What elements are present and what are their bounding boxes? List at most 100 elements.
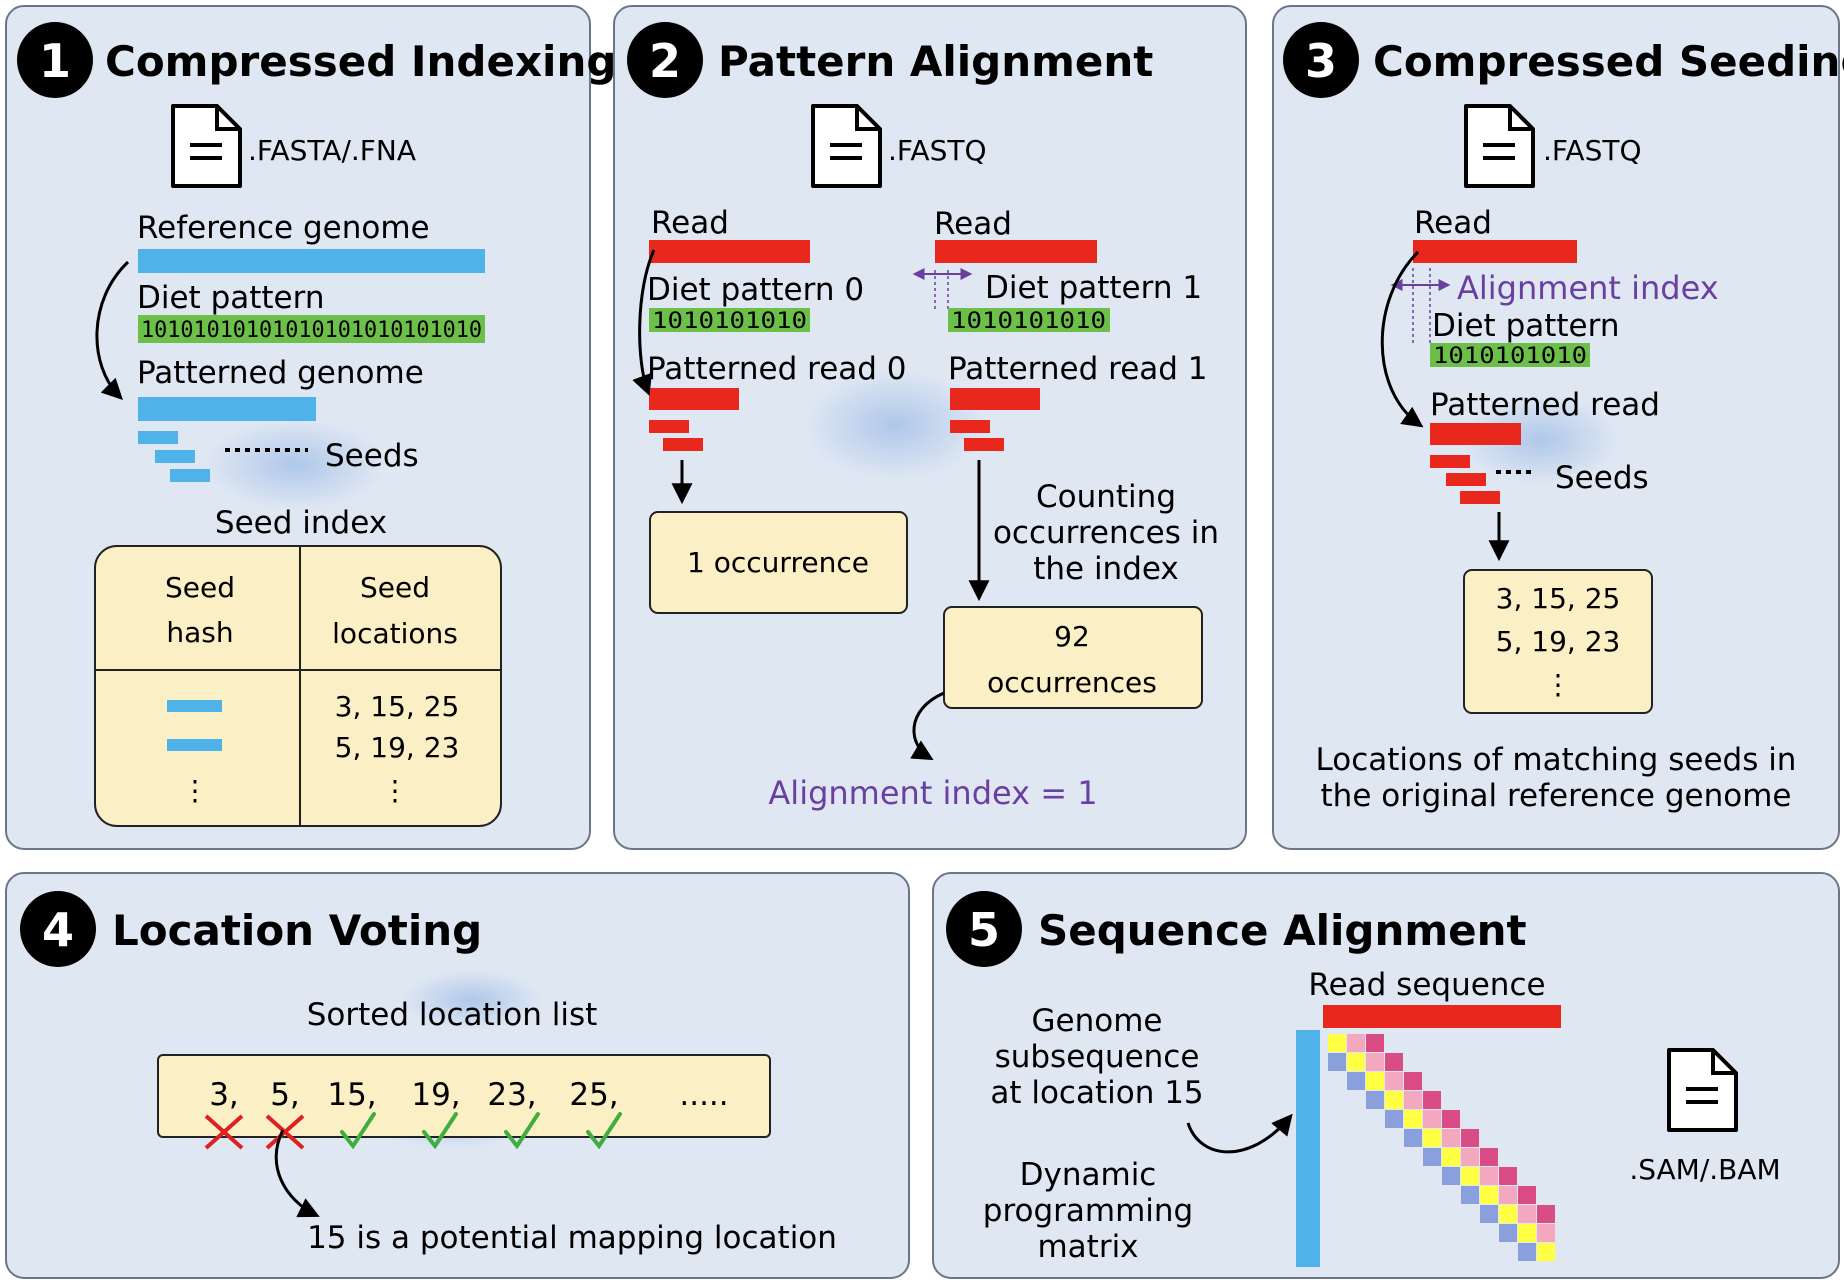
seed-bar — [663, 438, 703, 451]
dp-cell — [1461, 1148, 1479, 1166]
sorted-list-label: Sorted location list — [307, 997, 598, 1033]
file-icon — [171, 104, 242, 188]
column-header-locations: Seed — [360, 571, 430, 604]
occurrence-count: 92 — [1054, 620, 1090, 653]
dp-cell — [1385, 1072, 1403, 1090]
patterned-genome-bar — [138, 397, 316, 421]
seed-bar — [1446, 473, 1486, 486]
ellipsis: ⋮ — [1544, 668, 1572, 701]
ellipsis: ⋮ — [381, 774, 409, 807]
dp-cell — [1423, 1110, 1441, 1128]
seed-locations-row: 3, 15, 25 — [335, 690, 460, 723]
dp-cell — [1480, 1167, 1498, 1185]
patterned-genome-label: Patterned genome — [137, 355, 424, 391]
location-value: 19, — [411, 1077, 460, 1113]
cross-icon — [204, 1114, 244, 1150]
dp-cell — [1537, 1243, 1555, 1261]
table-frame — [94, 545, 502, 827]
dp-cell — [1385, 1053, 1403, 1071]
step-number: 1 — [39, 34, 71, 88]
step-number-badge — [1283, 22, 1359, 98]
column-header-hash: hash — [166, 616, 233, 649]
diet-pattern-0-bits: 1010101010 — [652, 309, 807, 334]
cross-icon — [265, 1114, 305, 1150]
step-number-badge — [17, 22, 93, 98]
seed-index-table: Seed hash Seed locations ⋮ 3, 15, 25 5, … — [94, 545, 502, 827]
step-number: 4 — [42, 903, 74, 957]
patterned-read-label: Patterned read — [1430, 387, 1660, 423]
file-type-label: .FASTA/.FNA — [248, 134, 416, 167]
file-type-label: .SAM/.BAM — [1629, 1153, 1780, 1186]
dp-cell — [1404, 1110, 1422, 1128]
dp-cell — [1442, 1148, 1460, 1166]
dp-cell — [1385, 1091, 1403, 1109]
file-type-label: .FASTQ — [1543, 134, 1642, 167]
file-type-label: .FASTQ — [888, 134, 987, 167]
dp-matrix-label: programming — [983, 1193, 1193, 1229]
dp-cell — [1366, 1053, 1384, 1071]
seed-locations-row: 3, 15, 25 — [1496, 582, 1621, 615]
dp-cell — [1366, 1091, 1384, 1109]
patterned-read-1-bar — [950, 388, 1040, 410]
dp-cell — [1537, 1224, 1555, 1242]
glow-decoration — [805, 370, 985, 480]
dp-cell — [1423, 1091, 1441, 1109]
step-number: 2 — [649, 34, 681, 88]
dp-cell — [1366, 1072, 1384, 1090]
reference-genome-label: Reference genome — [137, 210, 430, 246]
dp-cell — [1442, 1110, 1460, 1128]
dp-cell — [1404, 1129, 1422, 1147]
genome-subsequence-label: Genome — [1032, 1003, 1163, 1039]
read-sequence-bar — [1323, 1005, 1561, 1028]
panel-compressed-seeding: 3 Compressed Seeding .FASTQ Read Alignme… — [1272, 5, 1844, 850]
diet-pattern-label: Diet pattern — [1432, 308, 1619, 344]
counting-label: the index — [1033, 551, 1179, 587]
diet-pattern-0-label: Diet pattern 0 — [647, 272, 864, 308]
curved-arrow — [910, 691, 945, 761]
panel-title: Sequence Alignment — [1038, 906, 1527, 955]
glow-decoration — [402, 970, 542, 1030]
panel-title: Compressed Seeding — [1373, 37, 1844, 86]
seed-bar — [1430, 455, 1470, 468]
occurrence-box — [943, 606, 1203, 709]
caption: Locations of matching seeds in — [1316, 742, 1797, 778]
check-icon — [504, 1112, 540, 1150]
location-value: 23, — [487, 1077, 536, 1113]
dp-cell — [1442, 1129, 1460, 1147]
glow-decoration — [205, 420, 385, 510]
diet-pattern-0-bar — [649, 308, 810, 332]
dp-cell — [1347, 1053, 1365, 1071]
dp-cell — [1423, 1129, 1441, 1147]
location-value: 3, — [209, 1077, 239, 1113]
sorted-location-list — [157, 1054, 771, 1138]
panel-location-voting: 4 Location Voting Sorted location list 3… — [5, 872, 910, 1279]
dp-cell — [1461, 1129, 1479, 1147]
panel-sequence-alignment: 5 Sequence Alignment Read sequence Genom… — [932, 872, 1840, 1279]
patterned-read-0-bar — [649, 388, 739, 410]
read-bar — [935, 240, 1097, 263]
genome-subsequence-label: at location 15 — [990, 1075, 1203, 1111]
occurrence-box — [649, 511, 908, 614]
dp-matrix-label: Dynamic — [1020, 1157, 1157, 1193]
file-icon — [1464, 104, 1535, 188]
dp-cell — [1518, 1186, 1536, 1204]
dp-cell — [1385, 1110, 1403, 1128]
patterned-read-0-label: Patterned read 0 — [647, 351, 907, 387]
genome-subsequence-bar — [1296, 1030, 1320, 1267]
location-value: 15, — [327, 1077, 376, 1113]
dp-matrix-label: matrix — [1037, 1229, 1138, 1265]
curved-arrow — [1380, 250, 1424, 428]
dp-cell — [1461, 1186, 1479, 1204]
seed-locations-row: 5, 19, 23 — [335, 731, 460, 764]
counting-label: occurrences in — [993, 515, 1219, 551]
seed-bar — [138, 431, 178, 444]
dp-cell — [1328, 1034, 1346, 1052]
diet-pattern-bar — [138, 315, 485, 343]
dp-cell — [1461, 1167, 1479, 1185]
dp-cell — [1404, 1091, 1422, 1109]
curved-arrow — [274, 1129, 320, 1218]
location-value: 5, — [270, 1077, 300, 1113]
dp-cell — [1499, 1167, 1517, 1185]
vote-marks — [204, 1112, 622, 1150]
